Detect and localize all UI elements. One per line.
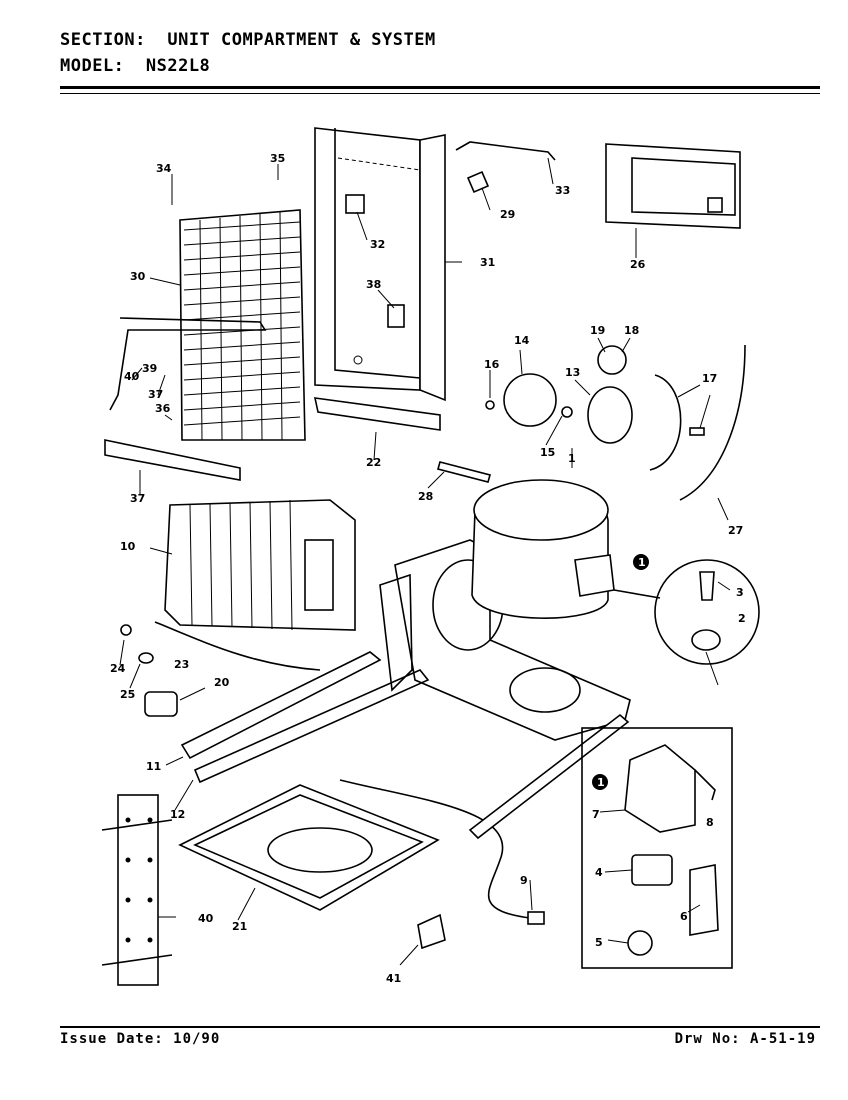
part-9-power-cord	[339, 779, 531, 919]
fan-assembly	[485, 345, 705, 471]
callout-4: 4	[595, 866, 603, 879]
part-29-clip	[466, 170, 490, 194]
part-33-tube	[455, 141, 556, 161]
callout-40b: 40	[198, 912, 214, 925]
part-25-grommet	[138, 652, 154, 664]
callout-34: 34	[156, 162, 172, 175]
part-37-base-strip	[104, 439, 241, 481]
header-rule-thin	[60, 93, 820, 94]
part-41-bracket	[417, 913, 446, 950]
callout-28: 28	[418, 490, 433, 503]
part-10-evaporator	[164, 499, 356, 631]
part-31-shroud	[314, 127, 446, 402]
issue-date: Issue Date: 10/90	[60, 1031, 221, 1047]
callout-24: 24	[110, 662, 126, 675]
callout-15: 15	[540, 446, 555, 459]
callout-40a: 40	[124, 370, 140, 383]
callout-22: 22	[366, 456, 381, 469]
callout-30: 30	[130, 270, 146, 283]
part-12-rail	[193, 669, 430, 784]
callout-17: 17	[702, 372, 717, 385]
callout-8: 8	[706, 816, 714, 829]
part-28-dryer	[437, 461, 491, 483]
callout-1: 1	[568, 452, 576, 465]
callout-27: 27	[728, 524, 743, 537]
callout-32: 32	[370, 238, 385, 251]
callout-33: 33	[555, 184, 570, 197]
part-1-compressor	[471, 479, 615, 619]
part-27-wire	[679, 344, 746, 501]
callout-23: 23	[174, 658, 189, 671]
part-21-drain-pan	[178, 784, 440, 911]
section-title: SECTION: UNIT COMPARTMENT & SYSTEM	[60, 30, 436, 50]
footer-rule	[60, 1026, 820, 1028]
callout-31: 31	[480, 256, 495, 269]
callout-25: 25	[120, 688, 135, 701]
callout-12: 12	[170, 808, 185, 821]
part-23-tubing	[154, 621, 321, 671]
callout-20: 20	[214, 676, 230, 689]
part-30-condenser-coil	[179, 209, 306, 441]
parts-2-3-detail	[613, 559, 760, 665]
part-40-bracket-upper	[109, 317, 267, 411]
callout-41: 41	[386, 972, 401, 985]
callout-6: 6	[680, 910, 688, 923]
leader-lines	[119, 157, 731, 966]
callout-5: 5	[595, 936, 603, 949]
part-24-clip	[120, 624, 132, 636]
callout-9: 9	[520, 874, 528, 887]
ref-marker-b-label: 1	[597, 776, 605, 789]
callout-37a: 37	[148, 388, 163, 401]
part-20-relay	[144, 691, 178, 717]
callout-3: 3	[736, 586, 744, 599]
callout-13: 13	[565, 366, 580, 379]
drawing-number: Drw No: A-51-19	[674, 1031, 816, 1047]
callout-35: 35	[270, 152, 285, 165]
part-11-rail	[180, 651, 382, 760]
callout-36: 36	[155, 402, 171, 415]
callout-7: 7	[592, 808, 600, 821]
ref-marker-a-label: 1	[638, 556, 646, 569]
callout-26: 26	[630, 258, 646, 271]
callout-37b: 37	[130, 492, 145, 505]
ref-marker-b	[592, 774, 608, 790]
part-40-bracket-lower	[101, 794, 173, 986]
callout-11: 11	[146, 760, 161, 773]
callout-21: 21	[232, 920, 247, 933]
ref-marker-a	[633, 554, 649, 570]
callout-10: 10	[120, 540, 136, 553]
callout-14: 14	[514, 334, 530, 347]
callout-39: 39	[142, 362, 157, 375]
callout-19: 19	[590, 324, 605, 337]
callout-2: 2	[738, 612, 746, 625]
callout-38: 38	[366, 278, 381, 291]
callout-18: 18	[624, 324, 639, 337]
support-rod	[468, 713, 630, 840]
callout-16: 16	[484, 358, 500, 371]
header-rule-thick	[60, 86, 820, 89]
part-26-control-box	[605, 143, 741, 229]
part-22-drain-trough	[313, 397, 441, 431]
detail-box-relay-parts	[581, 727, 733, 969]
callout-29: 29	[500, 208, 515, 221]
model-title: MODEL: NS22L8	[60, 56, 211, 76]
